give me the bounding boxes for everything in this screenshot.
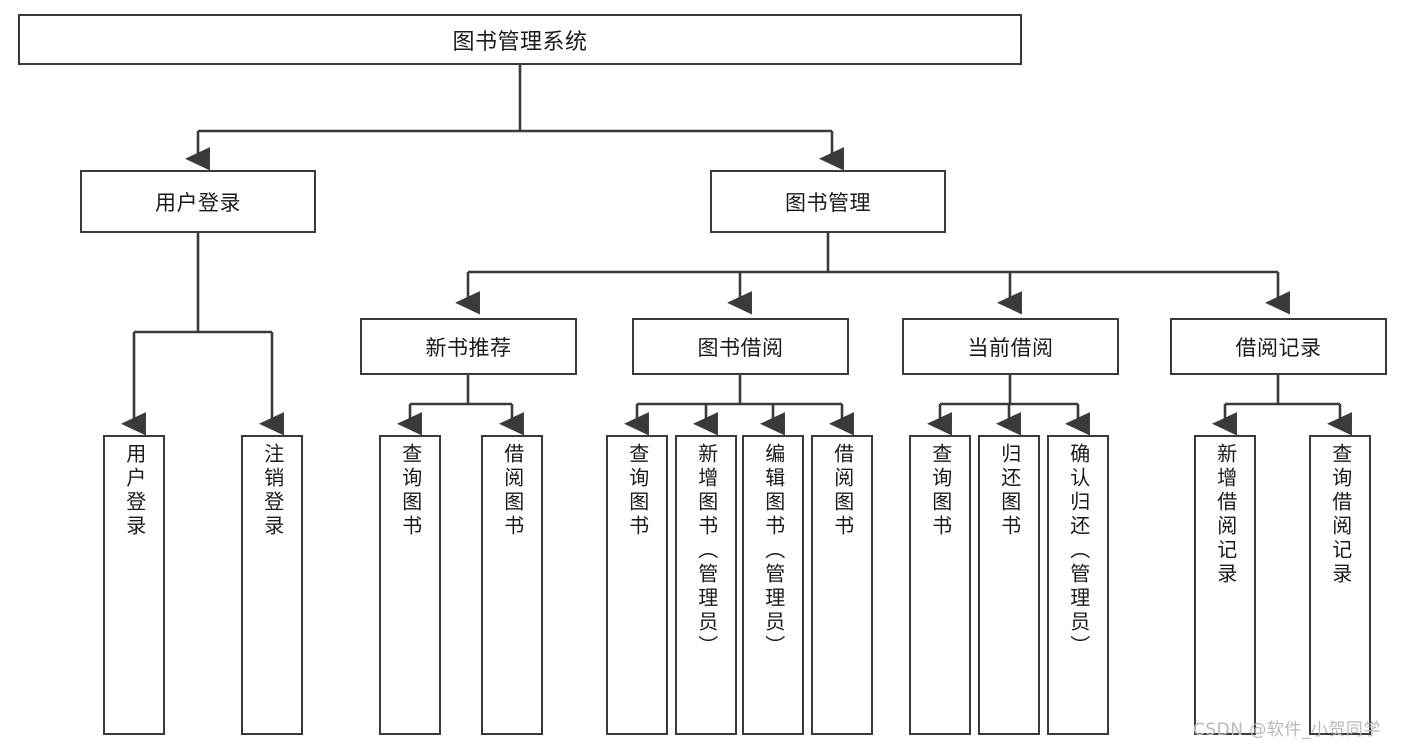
node-leaf-edit-book[interactable]: 编辑图书（管理员） <box>742 435 804 735</box>
node-label: 归还图书 <box>997 443 1022 539</box>
node-leaf-borrow-book-2[interactable]: 借阅图书 <box>811 435 873 735</box>
node-label: 编辑图书（管理员） <box>761 443 786 659</box>
node-label: 图书借阅 <box>697 335 784 360</box>
node-label: 当前借阅 <box>967 335 1054 360</box>
node-book-borrow[interactable]: 图书借阅 <box>632 318 849 375</box>
node-new-book-recommend[interactable]: 新书推荐 <box>360 318 577 375</box>
node-label: 借阅图书 <box>500 443 525 539</box>
node-leaf-return-book[interactable]: 归还图书 <box>978 435 1040 735</box>
node-leaf-add-book[interactable]: 新增图书（管理员） <box>675 435 737 735</box>
node-label: 查询借阅记录 <box>1328 443 1353 587</box>
node-label: 查询图书 <box>928 443 953 539</box>
node-leaf-borrow-book-1[interactable]: 借阅图书 <box>481 435 543 735</box>
node-label: 新增借阅记录 <box>1213 443 1238 587</box>
node-label: 新书推荐 <box>425 335 512 360</box>
node-label: 新增图书（管理员） <box>694 443 719 659</box>
node-leaf-confirm-return[interactable]: 确认归还（管理员） <box>1047 435 1109 735</box>
node-label: 借阅图书 <box>830 443 855 539</box>
node-leaf-query-book-2[interactable]: 查询图书 <box>606 435 668 735</box>
node-leaf-add-record[interactable]: 新增借阅记录 <box>1194 435 1256 735</box>
node-leaf-query-record[interactable]: 查询借阅记录 <box>1309 435 1371 735</box>
node-root-system[interactable]: 图书管理系统 <box>18 14 1022 65</box>
csdn-watermark: CSDN @软件_小贺同学 <box>1193 720 1381 740</box>
node-label: 用户登录 <box>155 190 241 215</box>
node-leaf-logout-login[interactable]: 注销登录 <box>241 435 303 735</box>
node-leaf-query-book-1[interactable]: 查询图书 <box>379 435 441 735</box>
node-label: 图书管理系统 <box>452 29 588 55</box>
node-label: 查询图书 <box>398 443 423 539</box>
node-current-borrow[interactable]: 当前借阅 <box>902 318 1119 375</box>
node-book-manage[interactable]: 图书管理 <box>710 170 946 233</box>
node-label: 查询图书 <box>625 443 650 539</box>
node-leaf-user-login[interactable]: 用户登录 <box>103 435 165 735</box>
node-user-login[interactable]: 用户登录 <box>80 170 316 233</box>
node-label: 确认归还（管理员） <box>1066 443 1091 659</box>
node-label: 图书管理 <box>785 190 871 215</box>
node-borrow-record[interactable]: 借阅记录 <box>1170 318 1387 375</box>
node-leaf-query-book-3[interactable]: 查询图书 <box>909 435 971 735</box>
node-label: 注销登录 <box>260 443 285 539</box>
node-label: 借阅记录 <box>1235 335 1322 360</box>
node-label: 用户登录 <box>122 443 147 539</box>
